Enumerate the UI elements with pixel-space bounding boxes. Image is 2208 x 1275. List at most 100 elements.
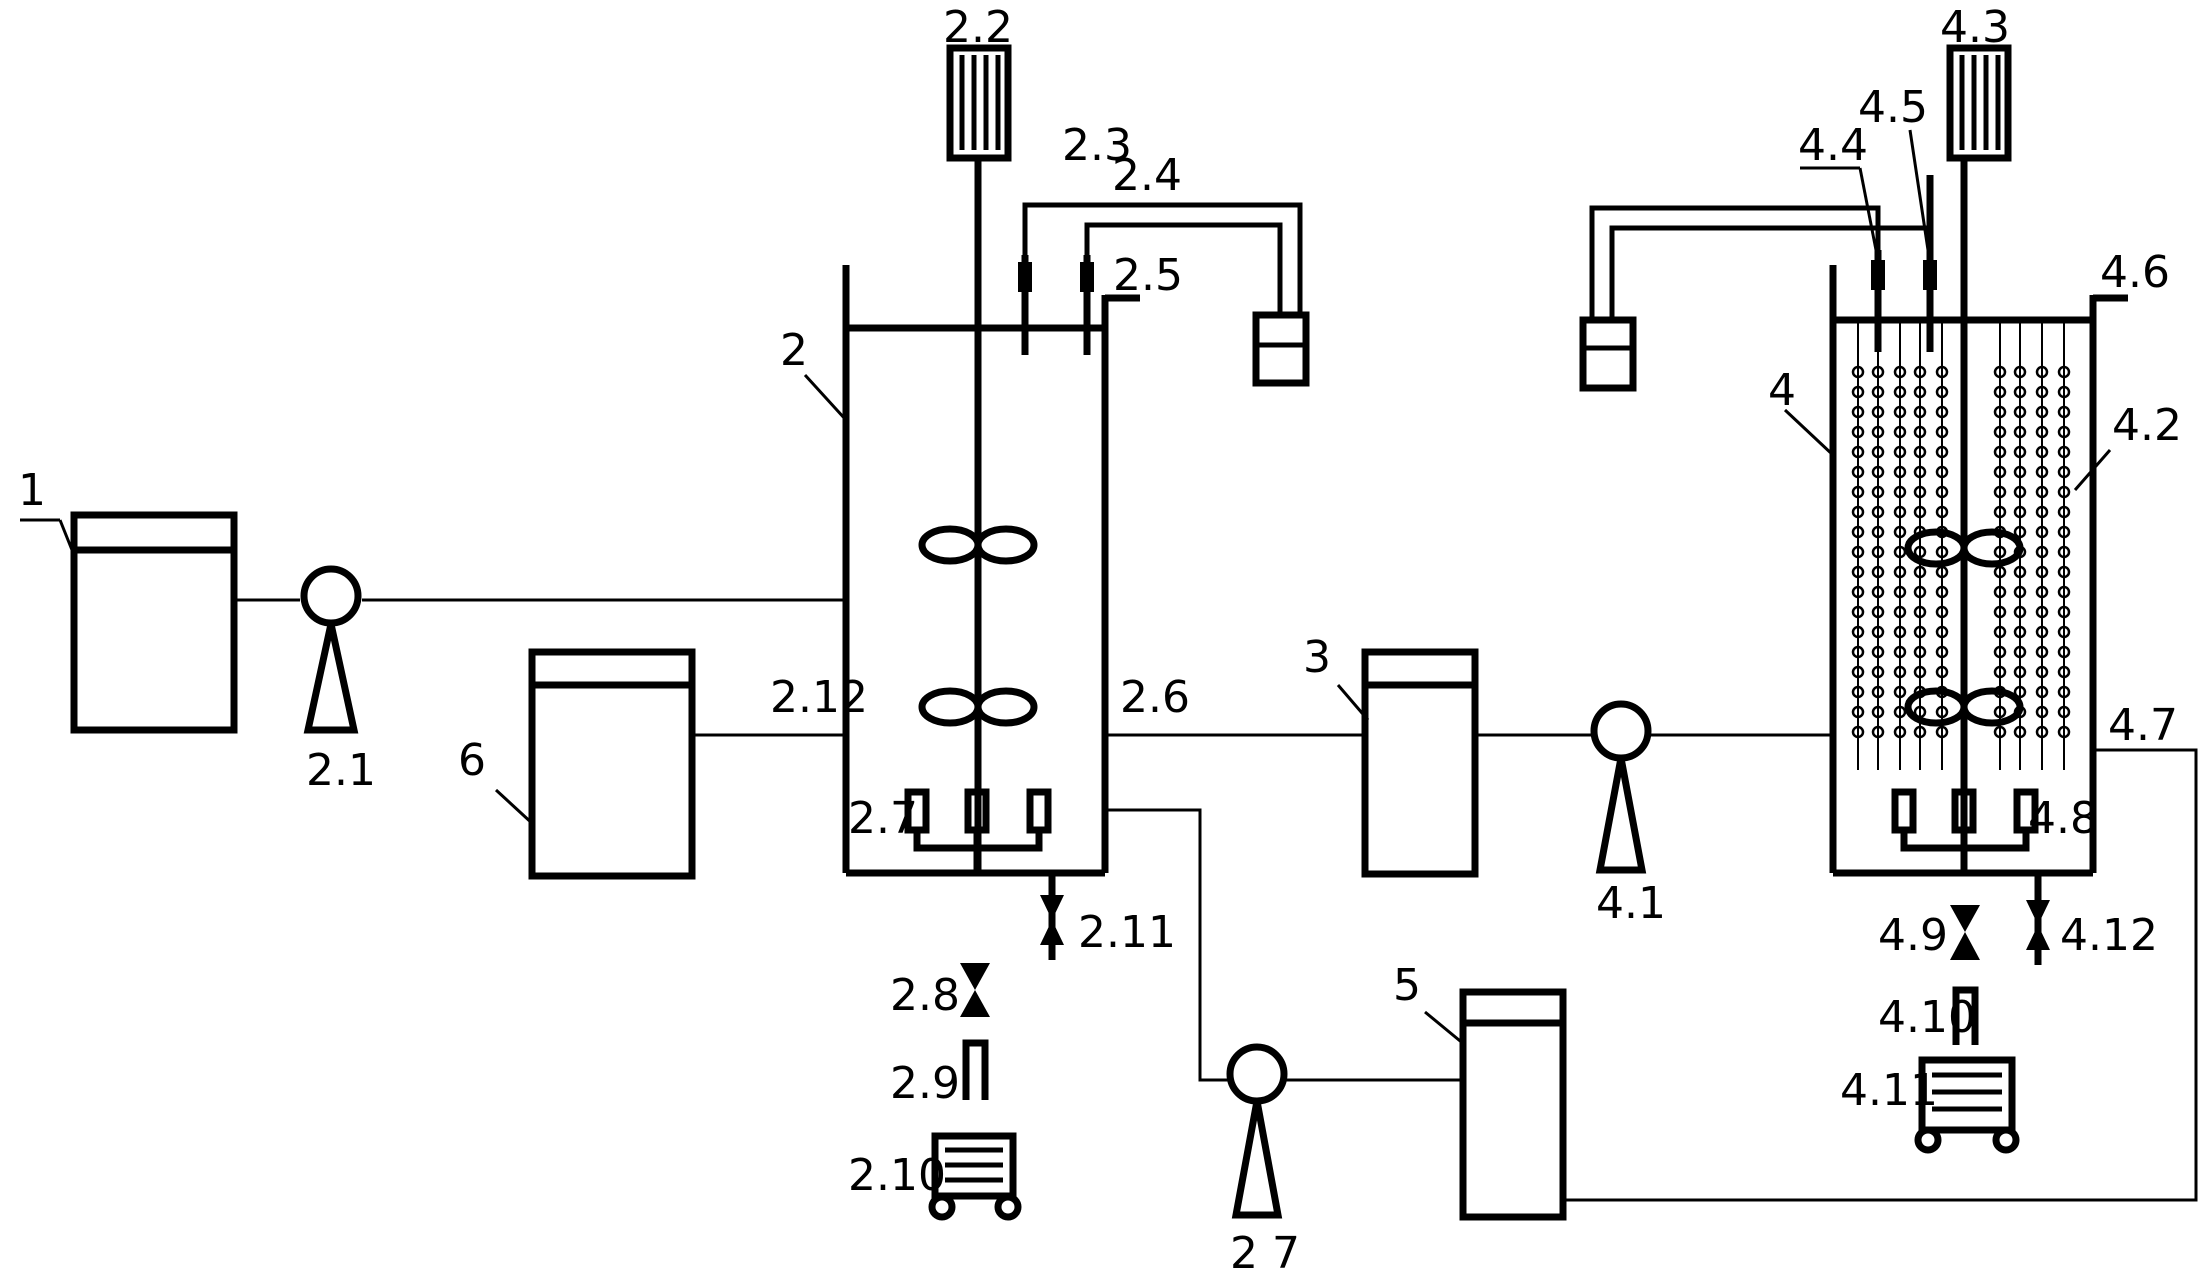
media-bead xyxy=(1851,705,1865,719)
media-bead xyxy=(1871,505,1885,519)
media-bead xyxy=(2013,525,2027,539)
media-bead xyxy=(2035,645,2049,659)
media-bead xyxy=(1893,365,1907,379)
label-port-2-12: 2.12 xyxy=(770,672,868,723)
media-bead xyxy=(1851,365,1865,379)
label-probe-2-3: 2.3 xyxy=(1062,120,1132,171)
media-bead xyxy=(1893,545,1907,559)
media-bead xyxy=(1993,425,2007,439)
impeller-4-upper xyxy=(1904,528,2024,568)
media-bead xyxy=(1871,645,1885,659)
tank-5 xyxy=(1459,988,1567,1221)
valve-4-9 xyxy=(1950,905,1980,960)
media-bead xyxy=(1893,585,1907,599)
media-bead xyxy=(1913,505,1927,519)
media-bead xyxy=(2035,625,2049,639)
media-bead xyxy=(2057,625,2071,639)
tube-2-9 xyxy=(962,1039,989,1100)
media-bead xyxy=(2013,725,2027,739)
leader-tank-5 xyxy=(1424,1010,1466,1047)
media-bead xyxy=(2013,565,2027,579)
media-bead xyxy=(1893,425,1907,439)
media-bead xyxy=(1993,365,2007,379)
label-tank-3: 3 xyxy=(1303,632,1331,683)
media-bead xyxy=(2057,465,2071,479)
media-bead xyxy=(1871,625,1885,639)
media-bead xyxy=(1893,385,1907,399)
media-bead xyxy=(2013,585,2027,599)
media-bead xyxy=(1935,405,1949,419)
media-bead xyxy=(2013,465,2027,479)
tank-1 xyxy=(70,511,238,734)
media-bead xyxy=(2057,545,2071,559)
media-bead xyxy=(2057,725,2071,739)
media-bead xyxy=(2057,405,2071,419)
media-bead xyxy=(1993,565,2007,579)
media-bead xyxy=(1913,545,1927,559)
media-bead xyxy=(2035,685,2049,699)
impeller-2-lower xyxy=(918,687,1038,727)
media-bead xyxy=(2035,505,2049,519)
media-bead xyxy=(1893,405,1907,419)
media-bead xyxy=(2013,625,2027,639)
media-bead xyxy=(1935,445,1949,459)
media-bead xyxy=(1851,385,1865,399)
media-bead xyxy=(2035,585,2049,599)
label-pump-2-7: 2 7 xyxy=(1230,1228,1300,1275)
media-bead xyxy=(2013,685,2027,699)
media-bead xyxy=(1851,585,1865,599)
media-bead xyxy=(2035,485,2049,499)
label-media-4-2: 4.2 xyxy=(2112,400,2182,451)
media-bead xyxy=(1893,525,1907,539)
media-bead xyxy=(1871,605,1885,619)
media-bead xyxy=(1993,665,2007,679)
media-bead xyxy=(2057,565,2071,579)
compressor-4-11 xyxy=(1914,1056,2020,1154)
valve-4-12 xyxy=(2026,873,2050,965)
pipe-reactor-2-to-pump-2-7 xyxy=(1105,808,1232,1082)
label-probe-2-4: 2.4 xyxy=(1112,150,1182,201)
media-bead xyxy=(1871,405,1885,419)
impeller-4-lower xyxy=(1904,687,2024,727)
probe-2-3 xyxy=(1018,255,1032,355)
media-bead xyxy=(1935,585,1949,599)
media-bead xyxy=(2057,485,2071,499)
media-bead xyxy=(1935,505,1949,519)
media-bead xyxy=(2013,665,2027,679)
media-bead xyxy=(1993,585,2007,599)
media-bead xyxy=(2013,485,2027,499)
media-bead xyxy=(1851,485,1865,499)
media-bead xyxy=(2035,525,2049,539)
label-aerator-2-7: 2.7 xyxy=(848,793,918,844)
media-bead xyxy=(2013,425,2027,439)
media-bead xyxy=(1993,605,2007,619)
media-bead xyxy=(1893,645,1907,659)
label-vent-4-6: 4.6 xyxy=(2100,247,2170,298)
media-bead xyxy=(1871,545,1885,559)
media-bead xyxy=(1871,425,1885,439)
media-bead xyxy=(1913,585,1927,599)
media-bead xyxy=(1913,385,1927,399)
media-bead xyxy=(2035,545,2049,559)
leader-media-4-2 xyxy=(2073,449,2112,491)
aerator-4-8 xyxy=(1891,788,2039,873)
motor-4-3 xyxy=(1946,44,2012,162)
media-bead xyxy=(1893,705,1907,719)
media-bead xyxy=(2035,405,2049,419)
media-bead xyxy=(1993,725,2007,739)
media-bead xyxy=(1871,685,1885,699)
valve-2-8 xyxy=(960,963,990,1017)
media-bead xyxy=(1893,565,1907,579)
media-bead xyxy=(2057,445,2071,459)
media-bead xyxy=(1851,425,1865,439)
label-tube-4-10: 4.10 xyxy=(1878,992,1976,1043)
media-bead xyxy=(1851,445,1865,459)
label-pump-2-1: 2.1 xyxy=(306,745,376,796)
media-bead xyxy=(1993,505,2007,519)
media-bead xyxy=(1935,485,1949,499)
leader-probe-4-5 xyxy=(1908,129,1930,251)
impeller-2-upper xyxy=(918,525,1038,565)
media-bead xyxy=(1935,385,1949,399)
media-bead xyxy=(2057,585,2071,599)
label-port-2-6: 2.6 xyxy=(1120,672,1190,723)
